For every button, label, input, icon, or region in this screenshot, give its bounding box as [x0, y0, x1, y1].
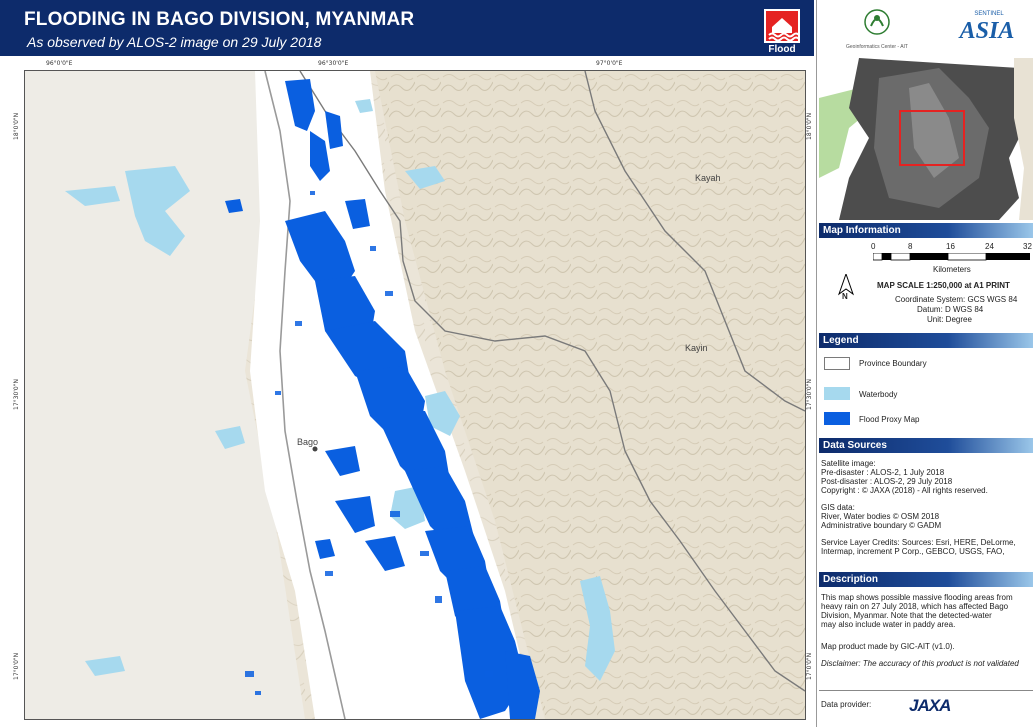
flood-speckles: [245, 191, 493, 695]
western-lowland: [25, 71, 305, 719]
scale-tick: 16: [946, 242, 955, 251]
right-tick-label: 17°30'0"N: [806, 379, 813, 410]
coord-system-text: Coordinate System: GCS WGS 84: [895, 295, 1018, 304]
datum-text: Datum: D WGS 84: [917, 305, 984, 314]
description-heading: Description: [819, 572, 1033, 587]
scale-tick: 24: [985, 242, 994, 251]
data-source-line: Intermap, increment P Corp., GEBCO, USGS…: [821, 547, 1005, 556]
legend-swatch-province-boundary: [824, 357, 850, 370]
top-tick-label: 96°0'0"E: [46, 60, 73, 67]
province-boundary: [584, 71, 805, 412]
data-source-line: Copyright : © JAXA (2018) - All rights r…: [821, 486, 988, 495]
data-source-line: Service Layer Credits: Sources: Esri, HE…: [821, 538, 1016, 547]
overview-inset-map[interactable]: [819, 58, 1033, 220]
legend-swatch-flood: [824, 412, 850, 425]
flood-hazard-icon: Flood: [764, 9, 800, 55]
legend-label-province-boundary: Province Boundary: [859, 359, 927, 368]
eastern-hills: [375, 71, 805, 719]
right-tick-label: 18°0'0"N: [806, 112, 813, 140]
main-road: [264, 71, 346, 719]
map-subtitle: As observed by ALOS-2 image on 29 July 2…: [27, 34, 322, 50]
gic-ait-logo-icon: [864, 9, 890, 35]
description-line: Division, Myanmar. Note that the detecte…: [821, 611, 992, 620]
jaxa-logo: JAXA: [909, 696, 951, 715]
map-label-kayah: Kayah: [695, 173, 721, 183]
scale-tick: 8: [908, 242, 913, 251]
bago-town-marker: [312, 446, 318, 452]
map-label-bago: Bago: [297, 437, 319, 447]
map-canvas[interactable]: Kayah Kayin Bago: [24, 70, 806, 720]
left-tick-label: 17°30'0"N: [13, 379, 20, 410]
scale-bar: 0 8 16 24 32 Kilometers: [817, 242, 1033, 274]
product-credit: Map product made by GIC-AIT (v1.0).: [821, 642, 955, 651]
data-source-line: Administrative boundary © GADM: [821, 521, 942, 530]
flood-extent: [225, 79, 540, 719]
scale-tick: 32: [1023, 242, 1032, 251]
left-tick-label: 17°0'0"N: [13, 652, 20, 680]
map-svg: [25, 71, 805, 719]
top-tick-label: 96°30'0"E: [318, 60, 349, 67]
north-arrow-icon: N: [837, 272, 855, 304]
map-title-banner: FLOODING IN BAGO DIVISION, MYANMAR As ob…: [0, 0, 814, 56]
map-scale-text: MAP SCALE 1:250,000 at A1 PRINT: [877, 281, 1010, 290]
svg-text:Geoinformatics Center - AIT: Geoinformatics Center - AIT: [846, 44, 908, 50]
description-line: This map shows possible massive flooding…: [821, 593, 1013, 602]
svg-text:SENTINEL: SENTINEL: [974, 11, 1004, 17]
legend-heading: Legend: [819, 333, 1033, 348]
inset-extent-rectangle: [899, 110, 965, 166]
right-tick-label: 17°0'0"N: [806, 652, 813, 680]
data-source-line: Pre-disaster : ALOS-2, 1 July 2018: [821, 468, 945, 477]
provider-divider: [819, 690, 1033, 691]
data-sources-heading: Data Sources: [819, 438, 1033, 453]
description-line: may also include water in paddy area.: [821, 620, 956, 629]
provider-label: Data provider:: [821, 700, 872, 709]
data-source-line: GIS data:: [821, 503, 855, 512]
province-boundary: [299, 71, 805, 692]
side-panel: ASIA SENTINEL Geoinformatics Center - AI…: [816, 0, 1033, 727]
map-info-heading: Map Information: [819, 223, 1033, 238]
legend-swatch-waterbody: [824, 387, 850, 400]
sentinel-asia-logo-text: ASIA: [958, 18, 1015, 44]
data-source-line: Satellite image:: [821, 459, 876, 468]
map-title: FLOODING IN BAGO DIVISION, MYANMAR: [24, 9, 415, 30]
legend-label-flood: Flood Proxy Map: [859, 415, 920, 424]
left-tick-label: 18°0'0"N: [13, 112, 20, 140]
scale-tick: 0: [871, 242, 876, 251]
legend-label-waterbody: Waterbody: [859, 390, 898, 399]
waterbodies: [65, 99, 615, 681]
disclaimer: Disclaimer: The accuracy of this product…: [821, 659, 1019, 668]
map-label-kayin: Kayin: [685, 343, 708, 353]
flood-icon-label: Flood: [768, 44, 796, 55]
description-line: heavy rain on 27 July 2018, which has af…: [821, 602, 1009, 611]
data-source-line: Post-disaster : ALOS-2, 29 July 2018: [821, 477, 953, 486]
top-tick-label: 97°0'0"E: [596, 60, 623, 67]
scale-unit-label: Kilometers: [933, 265, 971, 274]
logo-strip: ASIA SENTINEL Geoinformatics Center - AI…: [817, 0, 1033, 56]
data-source-line: River, Water bodies © OSM 2018: [821, 512, 940, 521]
north-label: N: [842, 292, 848, 301]
unit-text: Unit: Degree: [927, 315, 972, 324]
